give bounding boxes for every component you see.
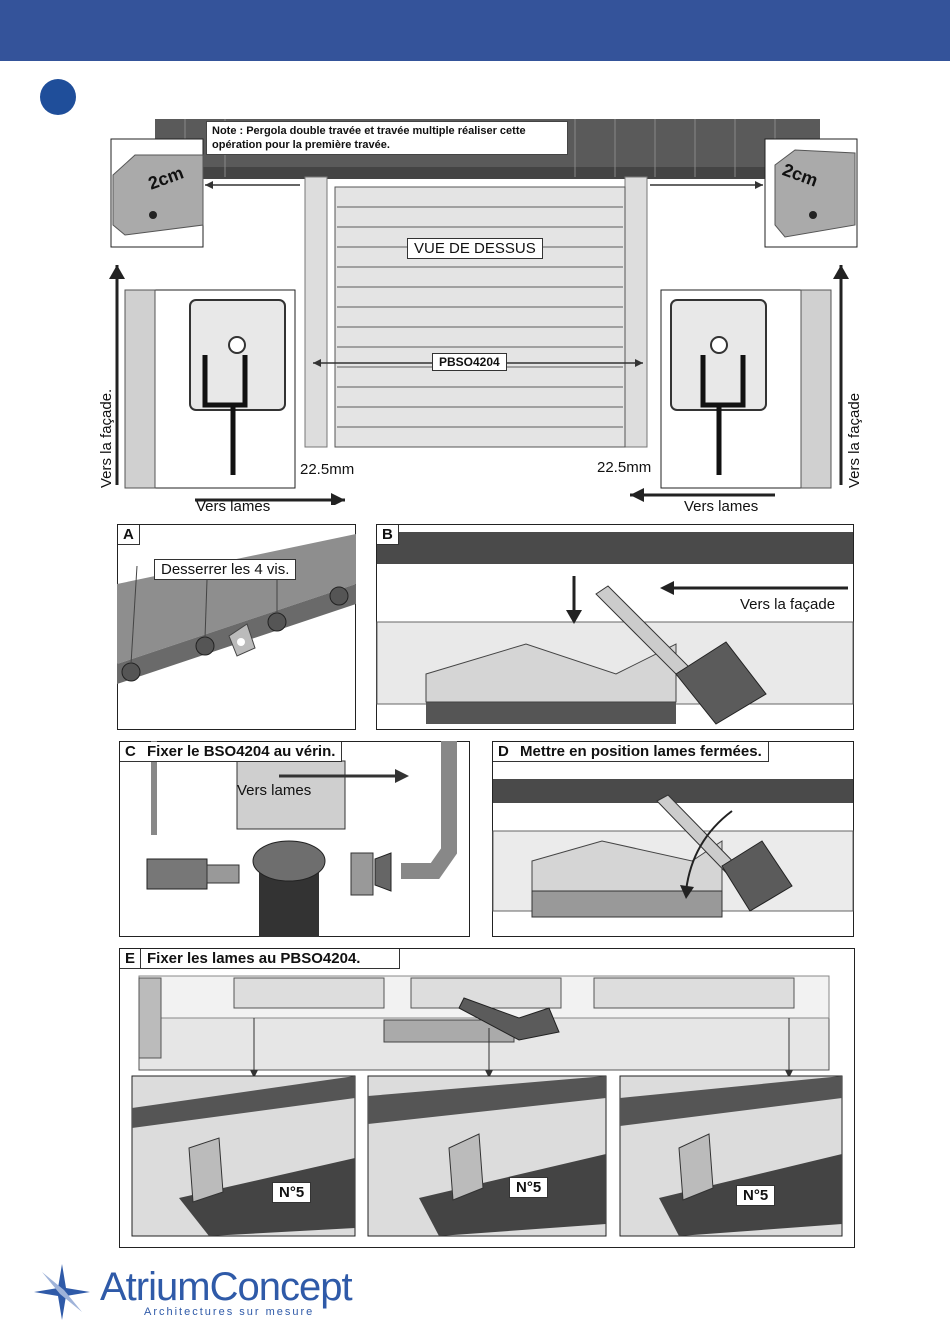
part-label-pbso4204: PBSO4204: [432, 353, 507, 371]
step-marker-dot: [40, 79, 76, 115]
facade-label-right: Vers la façade: [846, 392, 863, 488]
panel-c-letter: C: [120, 742, 142, 762]
panel-d-letter: D: [493, 742, 515, 762]
brand-logo: AtriumConcept: [100, 1265, 353, 1310]
panel-b-direction: Vers la façade: [740, 596, 836, 613]
top-view-drawing: [109, 119, 858, 505]
header-bar: [0, 0, 950, 61]
panel-e: [119, 948, 855, 1248]
panel-c-direction: Vers lames: [237, 782, 312, 799]
brand-name-bold: Atrium: [100, 1265, 211, 1309]
panel-b: [376, 524, 854, 730]
panel-c: [119, 741, 470, 937]
brand-name-thin: Concept: [209, 1265, 353, 1309]
lames-area: [334, 186, 626, 448]
lames-label-left: Vers lames: [196, 498, 271, 515]
brand-star-icon: [34, 1264, 90, 1320]
slat-number-2: N°5: [509, 1177, 549, 1198]
lames-label-right: Vers lames: [684, 498, 759, 515]
view-label: VUE DE DESSUS: [407, 238, 543, 259]
panel-d-label: Mettre en position lames fermées.: [514, 742, 769, 762]
panel-e-letter: E: [120, 949, 142, 969]
panel-a-letter: A: [118, 525, 140, 545]
offset-label-right: 22.5mm: [597, 459, 652, 476]
panel-d: [492, 741, 854, 937]
note-box: Note : Pergola double travée et travée m…: [206, 121, 568, 155]
panel-a: [117, 524, 356, 730]
panel-c-label: Fixer le BSO4204 au vérin.: [141, 742, 343, 762]
panel-a-label: Desserrer les 4 vis.: [154, 559, 297, 580]
slat-number-1: N°5: [272, 1182, 312, 1203]
slat-number-3: N°5: [736, 1185, 776, 1206]
panel-b-letter: B: [377, 525, 399, 545]
panel-e-label: Fixer les lames au PBSO4204.: [141, 949, 400, 969]
facade-label-left: Vers la façade.: [98, 388, 115, 488]
offset-label-left: 22.5mm: [300, 461, 355, 478]
brand-tagline: Architectures sur mesure: [144, 1306, 315, 1318]
